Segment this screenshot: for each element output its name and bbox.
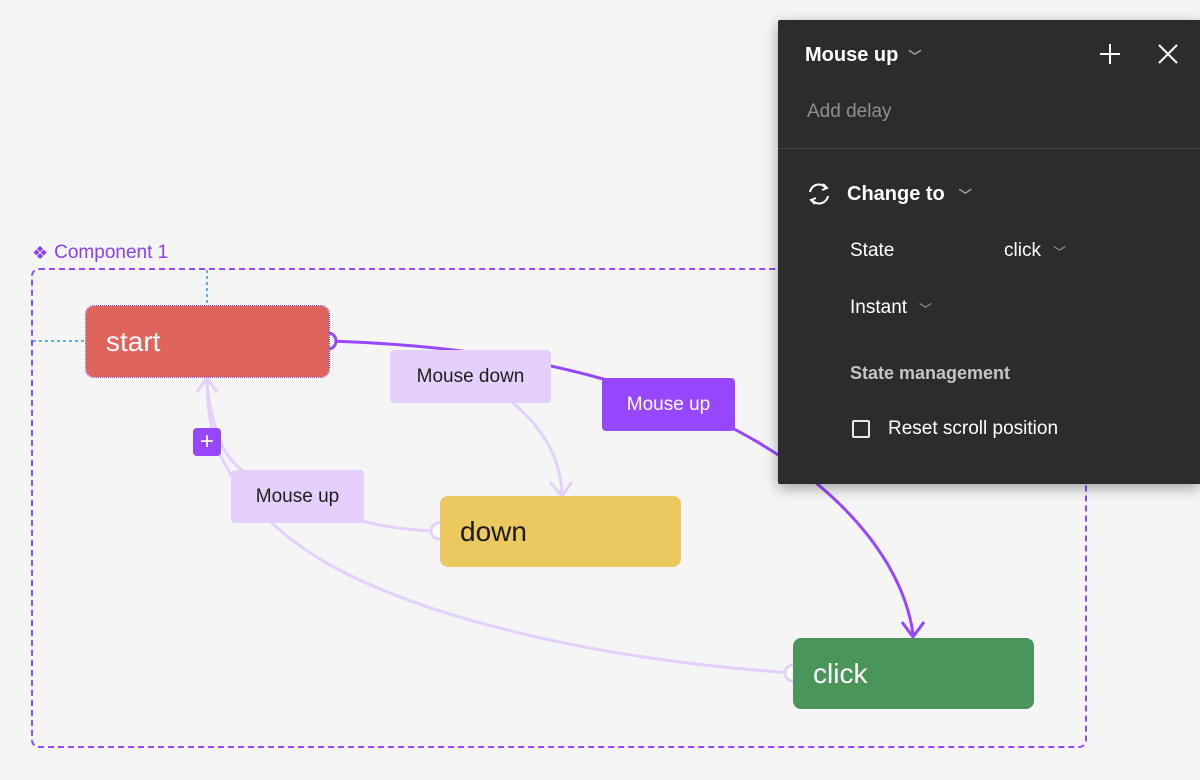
change-to-icon — [809, 183, 829, 205]
add-interaction-button[interactable]: + — [193, 428, 221, 456]
reset-scroll-option[interactable]: Reset scroll position — [852, 418, 1058, 440]
interaction-details-panel: Mouse up ﹀ Add delay Change to ﹀ State c… — [778, 20, 1200, 484]
interaction-mouse-up-selected[interactable]: Mouse up — [602, 378, 735, 431]
arrowhead-click — [900, 621, 926, 640]
component-label[interactable]: ❖ Component 1 — [32, 242, 168, 264]
state-down[interactable]: down — [440, 496, 681, 567]
state-dropdown[interactable]: click ﹀ — [1004, 240, 1066, 262]
interaction-label: Mouse up — [255, 485, 340, 507]
state-click[interactable]: click — [793, 638, 1034, 709]
reset-scroll-label: Reset scroll position — [888, 418, 1059, 439]
component-name: Component 1 — [54, 242, 169, 263]
action-dropdown[interactable]: Change to ﹀ — [805, 180, 972, 208]
plus-icon: + — [199, 428, 214, 455]
action-label: Change to — [847, 182, 945, 205]
component-frame[interactable] — [31, 268, 1087, 748]
state-management-heading: State management — [850, 363, 1011, 383]
animation-value: Instant — [850, 297, 908, 318]
add-delay-field[interactable]: Add delay — [807, 101, 892, 122]
state-value: click — [1004, 240, 1041, 261]
close-icon[interactable] — [1156, 42, 1180, 66]
chevron-down-icon: ﹀ — [958, 187, 972, 203]
interaction-label: Mouse down — [416, 365, 525, 387]
state-label: State — [850, 240, 895, 261]
state-start[interactable]: start — [85, 305, 330, 378]
divider — [778, 148, 1200, 149]
reset-scroll-checkbox[interactable] — [852, 420, 870, 438]
chevron-down-icon: ﹀ — [908, 49, 922, 64]
state-down-label: down — [460, 515, 527, 547]
interaction-mouse-down[interactable]: Mouse down — [390, 350, 551, 403]
connection-click-to-start — [205, 379, 794, 675]
chevron-down-icon: ﹀ — [1052, 244, 1066, 260]
animation-dropdown[interactable]: Instant ﹀ — [850, 297, 932, 319]
chevron-down-icon: ﹀ — [919, 301, 933, 317]
plus-icon[interactable] — [1098, 42, 1122, 66]
state-click-label: click — [813, 657, 868, 689]
state-start-label: start — [106, 325, 161, 357]
component-diamond-icon: ❖ — [32, 243, 49, 263]
arrowhead-start — [195, 375, 219, 393]
interaction-label: Mouse up — [626, 393, 711, 415]
interaction-mouse-up[interactable]: Mouse up — [231, 470, 364, 523]
trigger-dropdown[interactable]: Mouse up ﹀ — [805, 44, 921, 67]
trigger-label: Mouse up — [805, 44, 899, 66]
